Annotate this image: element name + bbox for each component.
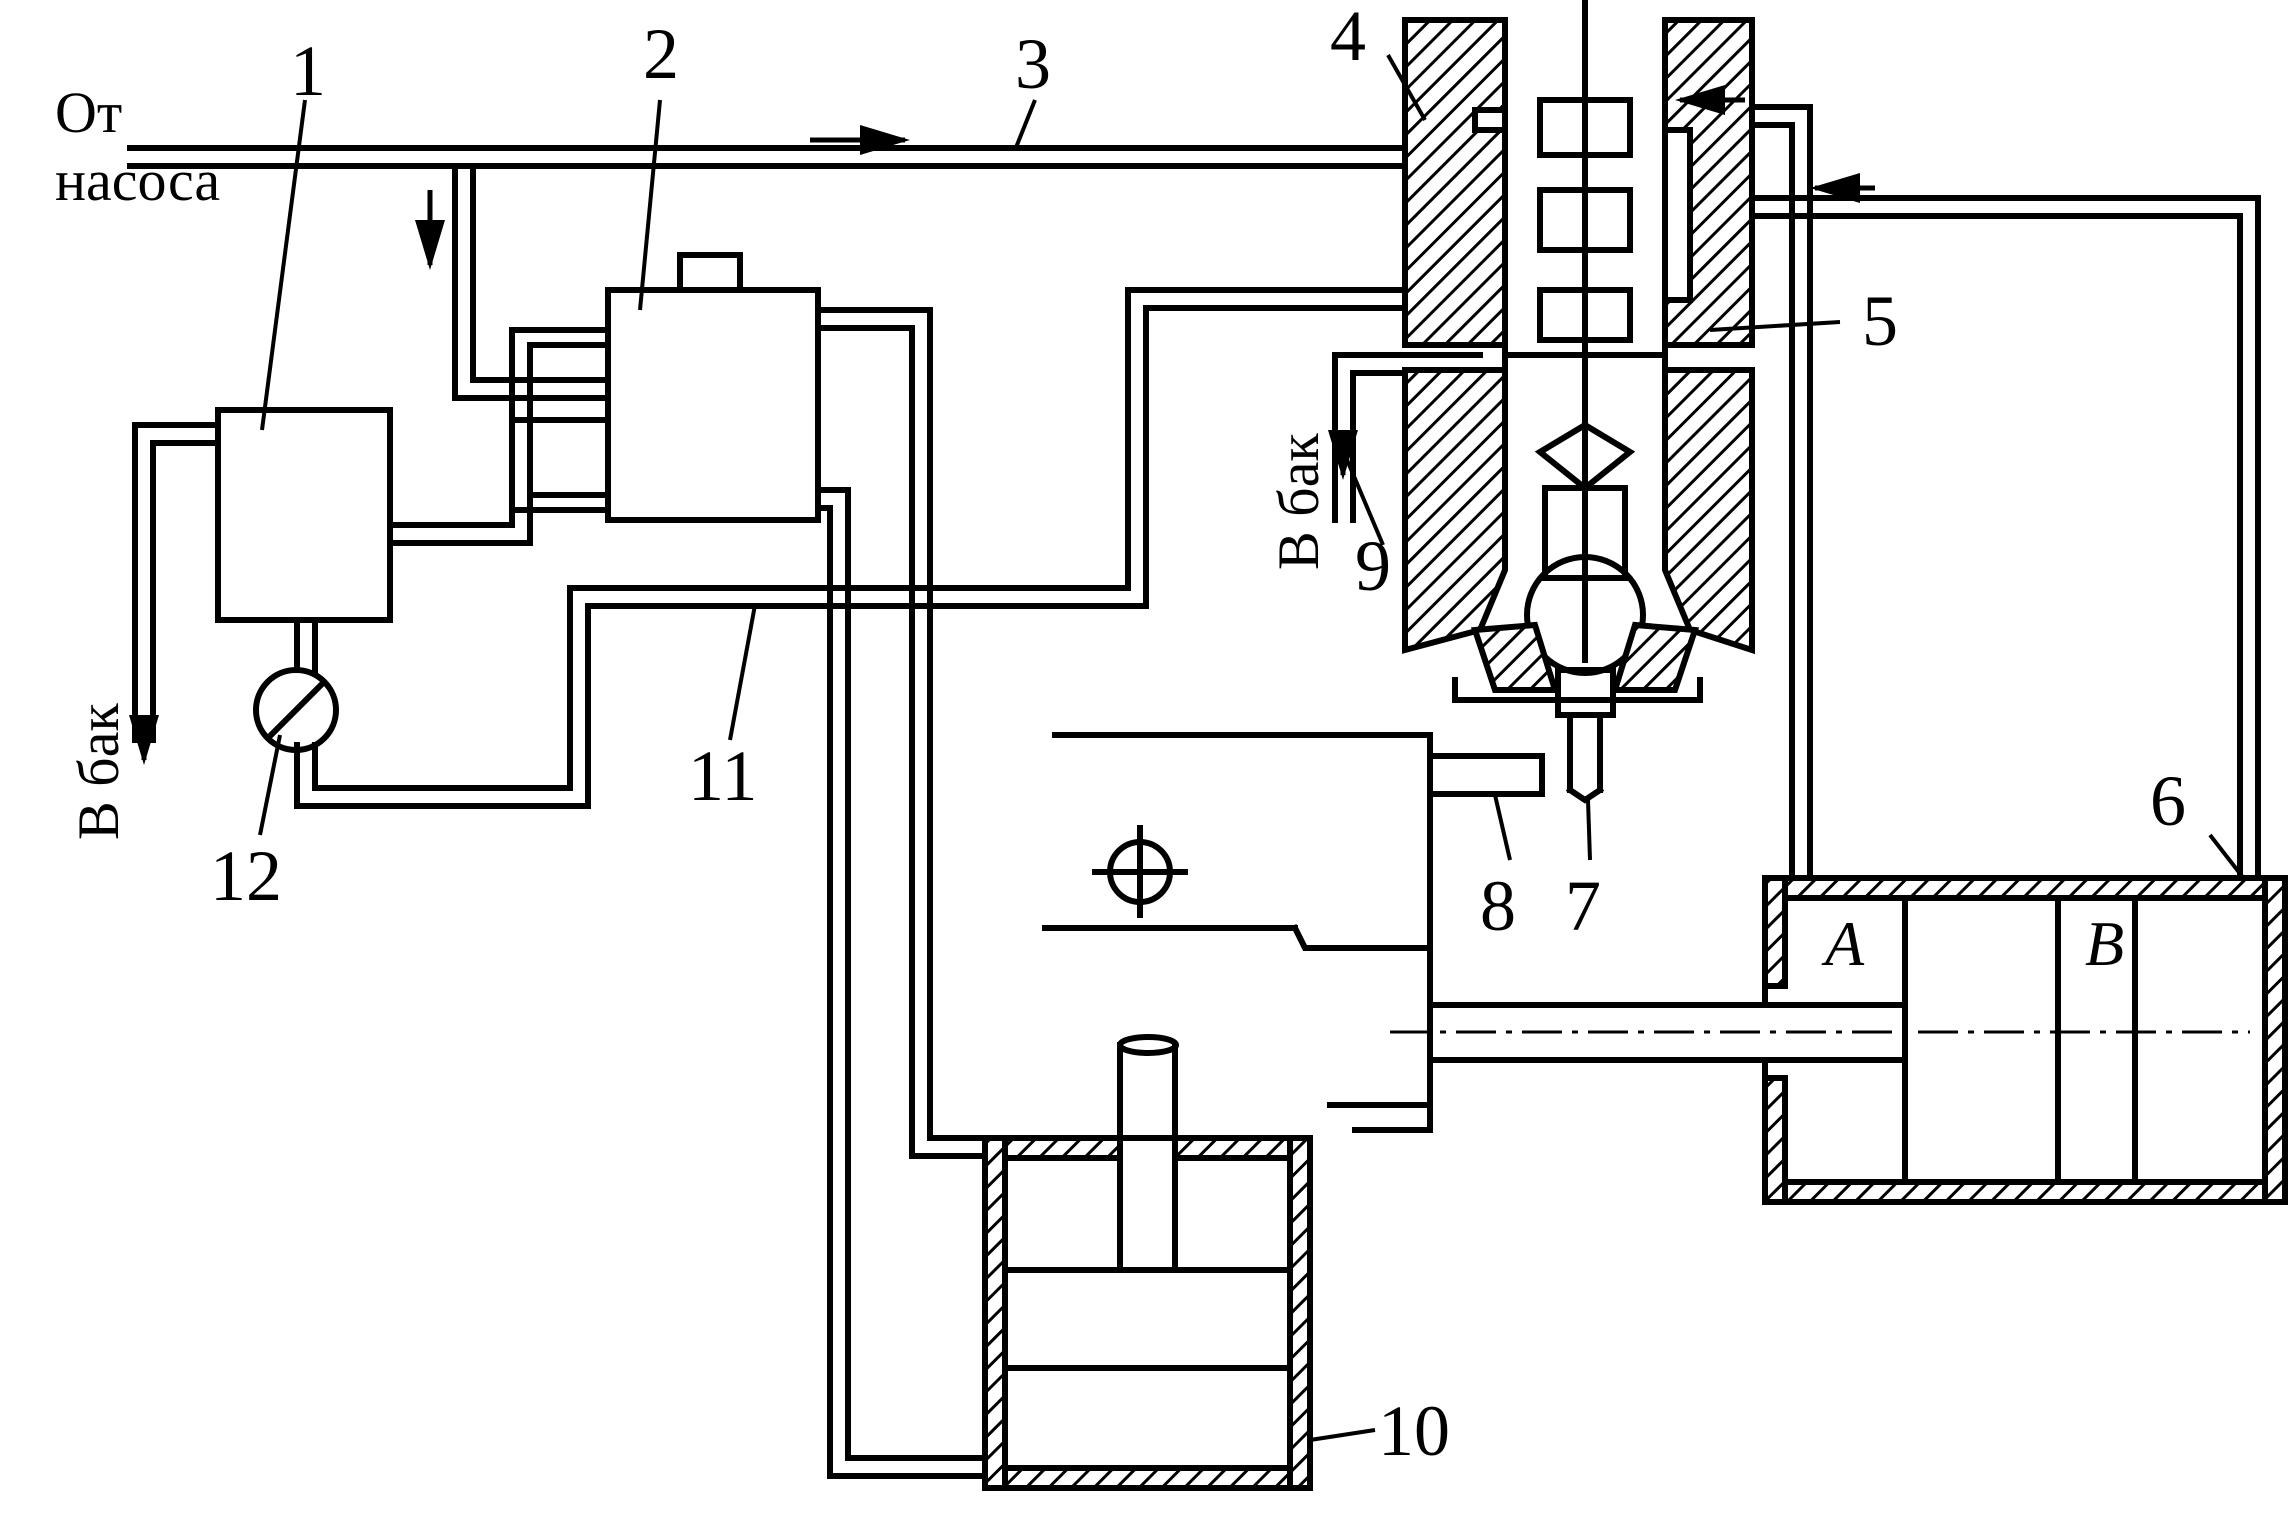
leader-3	[1013, 99, 1037, 151]
leader-12	[258, 734, 282, 836]
copy-template-8	[1427, 753, 1545, 797]
label-from-pump-line2: насоса	[55, 148, 220, 213]
gauge-connection	[294, 617, 318, 673]
machine-slide	[1042, 732, 1433, 1133]
valve-housing-left-wall	[1402, 17, 1508, 348]
stylus-seat-left	[1470, 621, 1560, 693]
reducing-valve-1	[215, 407, 393, 623]
leader-1	[260, 99, 307, 431]
leader-9	[1343, 454, 1385, 546]
label-chamber-b: B	[2085, 908, 2124, 979]
label-2: 2	[643, 14, 679, 94]
directional-valve-2	[605, 287, 821, 523]
leader-11	[728, 604, 757, 741]
pressure-line-3	[127, 145, 1413, 401]
label-6: 6	[2150, 761, 2186, 841]
label-11: 11	[688, 736, 757, 816]
label-8: 8	[1480, 866, 1516, 946]
cylinder-6-left-wall-bottom	[1762, 1075, 1788, 1205]
leader-5	[1709, 320, 1841, 332]
cylinder-10-right-wall	[1287, 1135, 1313, 1491]
label-5: 5	[1862, 281, 1898, 361]
leader-10	[1309, 1428, 1376, 1442]
label-10: 10	[1378, 1391, 1450, 1471]
cylinder-6-left-wall-top	[1762, 875, 1788, 989]
label-3: 3	[1015, 24, 1051, 104]
leader-2	[638, 99, 662, 311]
valve-1-drain-line	[132, 422, 221, 743]
valve-housing-lower-left	[1402, 367, 1508, 654]
label-7: 7	[1565, 866, 1601, 946]
piston-rod-6	[1427, 1002, 1908, 1063]
label-to-tank-right: В бак	[1266, 433, 1331, 570]
cylinder-6-bottom-wall	[1762, 1179, 2288, 1205]
leader-4	[1386, 54, 1427, 121]
cylinder-10-bottom-wall	[982, 1465, 1313, 1491]
valve-1-extra-port	[509, 417, 611, 513]
label-to-tank-left: В бак	[66, 703, 131, 840]
label-9: 9	[1355, 526, 1391, 606]
valve-2-to-cylinder-10-line-a	[815, 307, 988, 1159]
label-1: 1	[290, 31, 326, 111]
stylus-seat-right	[1610, 621, 1700, 693]
cylinder-6-top-wall	[1762, 875, 2288, 901]
valve-housing-lower-right	[1662, 367, 1755, 655]
label-12: 12	[210, 836, 282, 916]
label-chamber-a: A	[1821, 908, 1865, 979]
valve-to-chamber-b-line	[1697, 195, 2261, 881]
manometer-12	[253, 667, 339, 753]
cylinder-6-right-wall	[2262, 875, 2288, 1205]
label-from-pump-line1: От	[55, 80, 122, 145]
leader-6	[2208, 833, 2247, 882]
label-4: 4	[1330, 0, 1366, 76]
solenoid-tab	[677, 252, 743, 293]
cylinder-10-left-wall	[982, 1135, 1008, 1491]
control-line-11	[294, 287, 1483, 809]
valve-2-to-cylinder-10-line-b	[815, 487, 988, 1479]
valve-housing-right-wall	[1662, 17, 1755, 348]
hydraulic-cylinder-10	[982, 1034, 1313, 1471]
leader-8	[1493, 794, 1512, 861]
leader-7	[1586, 799, 1592, 861]
